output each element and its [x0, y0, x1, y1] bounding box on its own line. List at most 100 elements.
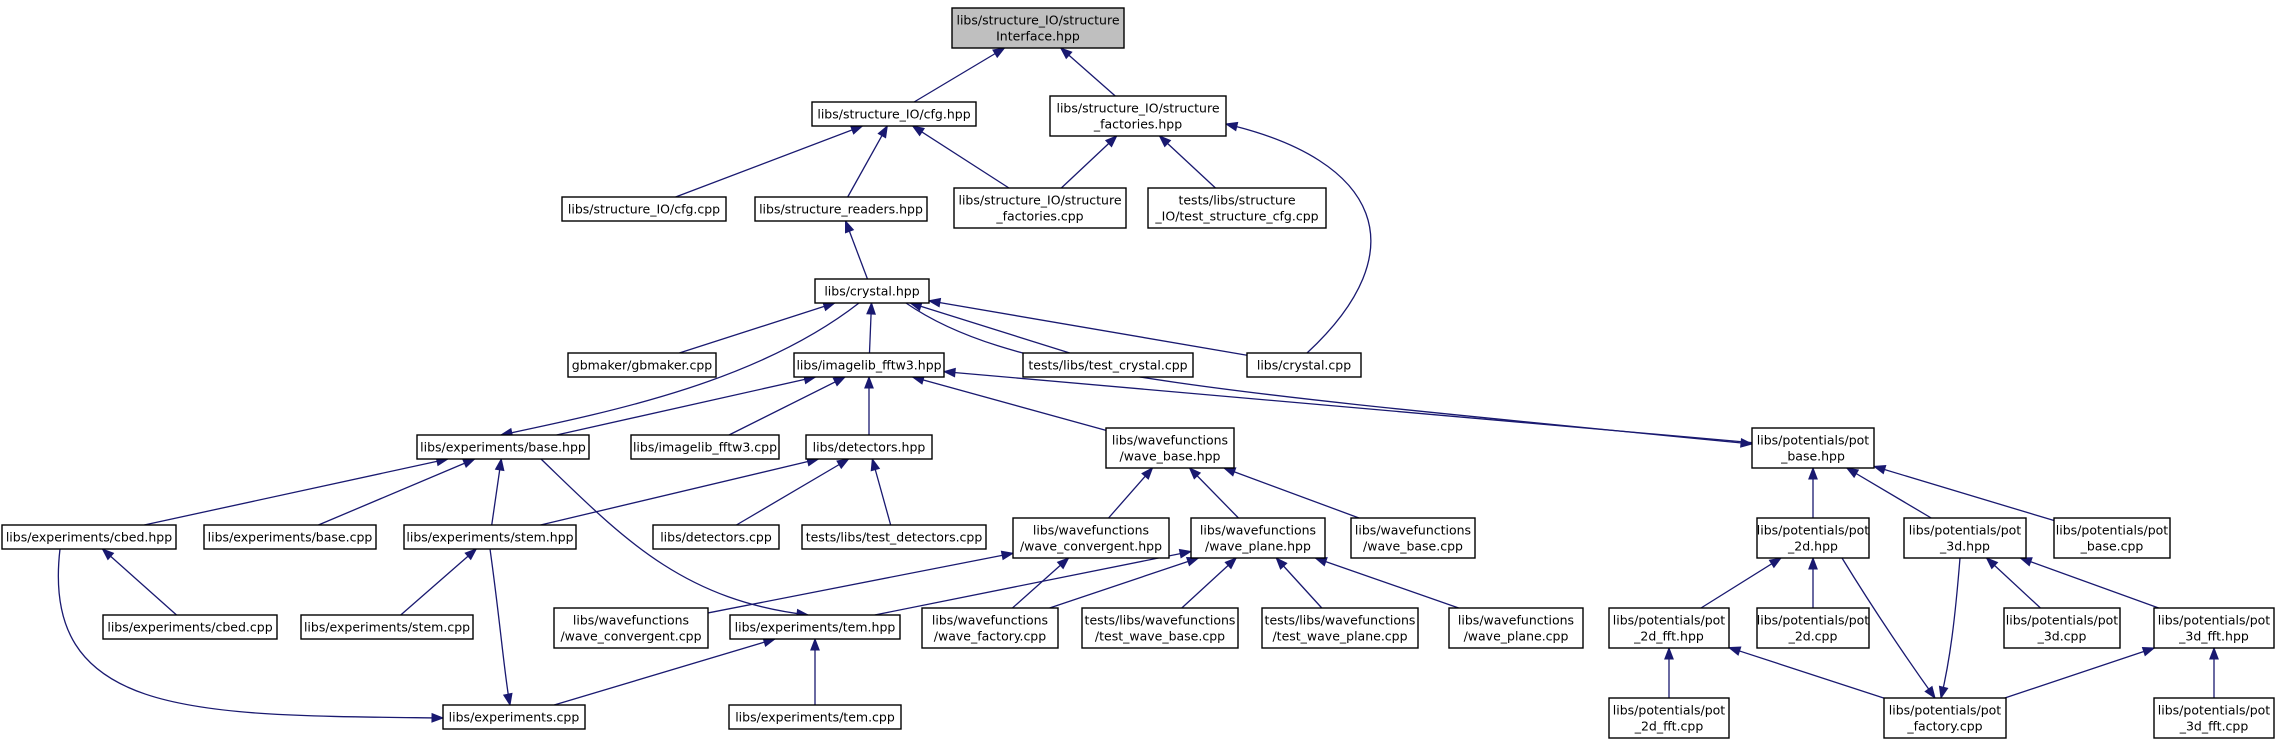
edge-test-detectors-cpp-to-detectors-hpp: [870, 457, 892, 526]
arrowhead-icon: [462, 458, 476, 469]
edges-layer: [57, 47, 2219, 723]
node-box: [2053, 517, 2171, 559]
arrowhead-icon: [1845, 467, 1860, 479]
arrowhead-icon: [877, 124, 888, 139]
node-pot-2d-hpp[interactable]: libs/potentials/pot_2d.hpp: [1756, 517, 1870, 559]
node-box: [801, 524, 987, 550]
node-experiments-base-cpp[interactable]: libs/experiments/base.cpp: [203, 524, 377, 550]
arrowhead-icon: [1185, 556, 1200, 567]
node-test-wave-base-cpp[interactable]: tests/libs/wavefunctions/test_wave_base.…: [1081, 607, 1239, 649]
node-pot-3d-fft-cpp[interactable]: libs/potentials/pot_3d_fft.cpp: [2153, 697, 2275, 739]
node-label: libs/potentials/pot: [2006, 613, 2119, 628]
node-box: [1190, 517, 1326, 559]
node-pot-3d-fft-hpp[interactable]: libs/potentials/pot_3d_fft.hpp: [2153, 607, 2275, 649]
node-label: tests/libs/wavefunctions: [1085, 613, 1236, 628]
node-experiments-base-hpp[interactable]: libs/experiments/base.hpp: [416, 434, 590, 460]
edge-cbed-cpp-to-cbed-hpp: [101, 548, 177, 616]
node-label: libs/crystal.hpp: [824, 284, 919, 299]
node-stem-cpp[interactable]: libs/experiments/stem.cpp: [300, 614, 474, 640]
node-pot-base-cpp[interactable]: libs/potentials/pot_base.cpp: [2053, 517, 2171, 559]
node-wave-factory-cpp[interactable]: libs/wavefunctions/wave_factory.cpp: [921, 607, 1059, 649]
node-pot-3d-cpp[interactable]: libs/potentials/pot_3d.cpp: [2003, 607, 2121, 649]
node-imagelib-fftw3-hpp[interactable]: libs/imagelib_fftw3.hpp: [793, 352, 945, 378]
node-detectors-cpp[interactable]: libs/detectors.cpp: [652, 524, 780, 550]
node-cbed-cpp[interactable]: libs/experiments/cbed.cpp: [102, 614, 278, 640]
node-cfg-hpp[interactable]: libs/structure_IO/cfg.hpp: [811, 101, 977, 127]
node-pot-factory-cpp[interactable]: libs/potentials/pot_factory.cpp: [1883, 697, 2007, 739]
node-wave-convergent-hpp[interactable]: libs/wavefunctions/wave_convergent.hpp: [1012, 517, 1170, 559]
edge-gbmaker-cpp-to-crystal-hpp: [679, 301, 837, 354]
node-tem-cpp[interactable]: libs/experiments/tem.cpp: [728, 704, 902, 730]
node-label: libs/wavefunctions: [1200, 523, 1316, 538]
edge-experiments-base-hpp-to-imagelib-fftw3-hpp: [556, 374, 817, 436]
node-experiments-cpp[interactable]: libs/experiments.cpp: [442, 704, 586, 730]
node-wave-base-cpp[interactable]: libs/wavefunctions/wave_base.cpp: [1350, 517, 1476, 559]
node-box: [1081, 607, 1239, 649]
edge-pot-2d-fft-hpp-to-pot-2d-hpp: [1700, 557, 1783, 609]
arrowhead-icon: [1188, 466, 1202, 480]
edge-pot-base-cpp-to-pot-base-hpp: [1872, 464, 2055, 522]
node-wave-plane-hpp[interactable]: libs/wavefunctions/wave_plane.hpp: [1190, 517, 1326, 559]
node-box: [729, 614, 901, 640]
edge-wave-plane-cpp-to-wave-plane-hpp: [1314, 557, 1459, 609]
node-crystal-cpp[interactable]: libs/crystal.cpp: [1246, 352, 1362, 378]
node-wave-convergent-cpp[interactable]: libs/wavefunctions/wave_convergent.cpp: [553, 607, 709, 649]
arrowhead-icon: [1224, 557, 1238, 570]
edge-stem-hpp-to-detectors-hpp: [540, 456, 820, 526]
arrowhead-icon: [911, 125, 925, 137]
arrowhead-icon: [992, 47, 1006, 59]
node-box: [652, 524, 780, 550]
node-label: libs/experiments/cbed.cpp: [107, 620, 272, 635]
node-pot-2d-cpp[interactable]: libs/potentials/pot_2d.cpp: [1756, 607, 1870, 649]
node-imagelib-fftw3-cpp[interactable]: libs/imagelib_fftw3.cpp: [630, 434, 780, 460]
node-pot-base-hpp[interactable]: libs/potentials/pot_base.hpp: [1751, 427, 1875, 469]
arrowhead-icon: [1224, 121, 1239, 132]
node-label: _base.cpp: [2080, 539, 2144, 554]
edge-wave-factory-cpp-to-wave-convergent-hpp: [1012, 557, 1070, 609]
arrowhead-icon: [2141, 646, 2156, 657]
node-pot-3d-hpp[interactable]: libs/potentials/pot_3d.hpp: [1903, 517, 2027, 559]
node-tem-hpp[interactable]: libs/experiments/tem.hpp: [729, 614, 901, 640]
edge-pot-factory-cpp-to-pot-3d-hpp: [1938, 557, 1961, 700]
node-label: libs/potentials/pot: [1613, 703, 1726, 718]
node-structure-factories-hpp[interactable]: libs/structure_IO/structure_factories.hp…: [1049, 95, 1227, 137]
arrowhead-icon: [1768, 557, 1783, 569]
node-box: [728, 704, 902, 730]
edge-cbed-hpp-to-experiments-base-hpp: [144, 456, 450, 526]
node-test-wave-plane-cpp[interactable]: tests/libs/wavefunctions/test_wave_plane…: [1261, 607, 1419, 649]
node-test-detectors-cpp[interactable]: tests/libs/test_detectors.cpp: [801, 524, 987, 550]
node-stem-hpp[interactable]: libs/experiments/stem.hpp: [403, 524, 577, 550]
arrowhead-icon: [1938, 685, 1949, 700]
node-label: libs/structure_IO/cfg.hpp: [817, 107, 970, 122]
node-cbed-hpp[interactable]: libs/experiments/cbed.hpp: [1, 524, 177, 550]
node-box: [805, 434, 933, 460]
edge-structure-factories-cpp-to-cfg-hpp: [911, 125, 1010, 189]
node-test-structure-cfg-cpp[interactable]: tests/libs/structure_IO/test_structure_c…: [1147, 187, 1327, 229]
node-cfg-cpp[interactable]: libs/structure_IO/cfg.cpp: [561, 196, 727, 222]
node-label: libs/structure_IO/structure: [958, 193, 1121, 208]
node-box: [1903, 517, 2027, 559]
node-box: [1, 524, 177, 550]
node-gbmaker-cpp[interactable]: gbmaker/gbmaker.cpp: [567, 352, 717, 378]
node-pot-2d-fft-hpp[interactable]: libs/potentials/pot_2d_fft.hpp: [1608, 607, 1730, 649]
node-label: _2d.hpp: [1787, 539, 1838, 554]
node-box: [2003, 607, 2121, 649]
edge-tem-cpp-to-tem-hpp: [810, 637, 820, 705]
node-wave-base-hpp[interactable]: libs/wavefunctions/wave_base.hpp: [1105, 427, 1235, 469]
node-detectors-hpp[interactable]: libs/detectors.hpp: [805, 434, 933, 460]
arrowhead-icon: [1000, 550, 1015, 561]
node-wave-plane-cpp[interactable]: libs/wavefunctions/wave_plane.cpp: [1448, 607, 1584, 649]
node-label: libs/wavefunctions: [1458, 613, 1574, 628]
edge-wave-convergent-cpp-to-wave-convergent-hpp: [707, 550, 1015, 614]
node-label: gbmaker/gbmaker.cpp: [572, 358, 713, 373]
node-test-crystal-cpp[interactable]: tests/libs/test_crystal.cpp: [1022, 352, 1194, 378]
node-label: tests/libs/structure: [1178, 193, 1295, 208]
node-pot-2d-fft-cpp[interactable]: libs/potentials/pot_2d_fft.cpp: [1608, 697, 1730, 739]
node-structure-factories-cpp[interactable]: libs/structure_IO/structure_factories.cp…: [953, 187, 1127, 229]
node-label: libs/potentials/pot: [1909, 523, 2022, 538]
node-crystal-hpp[interactable]: libs/crystal.hpp: [814, 278, 930, 304]
edge-wave-plane-hpp-to-wave-base-hpp: [1188, 466, 1239, 519]
node-structure-readers-hpp[interactable]: libs/structure_readers.hpp: [754, 196, 928, 222]
node-label: libs/wavefunctions: [1355, 523, 1471, 538]
node-label: libs/crystal.cpp: [1257, 358, 1351, 373]
